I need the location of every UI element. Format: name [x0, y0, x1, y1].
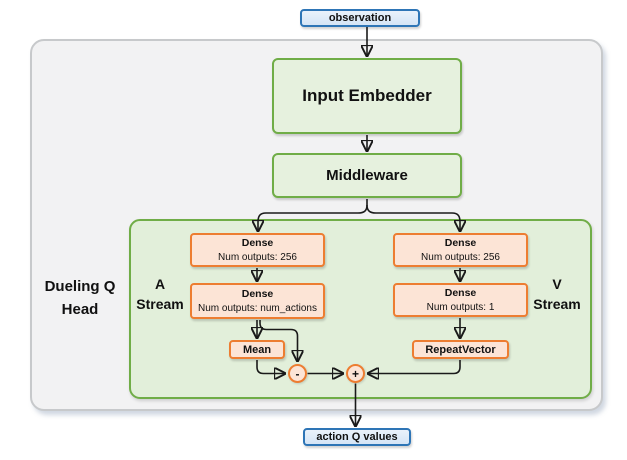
v-stream-dense-256-node: Dense Num outputs: 256 [393, 233, 528, 267]
a-dense1-title: Dense [241, 237, 274, 250]
repeat-vector-label: RepeatVector [425, 343, 496, 356]
subtract-operator-node: - [288, 364, 307, 383]
a-stream-dense-num-actions-node: Dense Num outputs: num_actions [190, 283, 325, 319]
v-dense1-subtitle: Num outputs: 256 [421, 251, 500, 263]
mean-label: Mean [242, 343, 272, 356]
v-dense1-title: Dense [444, 237, 477, 250]
observation-node: observation [300, 9, 420, 27]
action-q-values-node: action Q values [303, 428, 411, 446]
input-embedder-label: Input Embedder [302, 86, 432, 105]
minus-icon: - [295, 366, 300, 381]
a-dense2-title: Dense [241, 288, 274, 301]
observation-label: observation [328, 12, 392, 24]
dueling-q-head-label: Dueling Q Head [44, 278, 116, 318]
v-dense2-title: Dense [444, 287, 477, 300]
v-dense2-subtitle: Num outputs: 1 [426, 301, 495, 313]
a-dense1-subtitle: Num outputs: 256 [218, 251, 297, 263]
action-q-values-label: action Q values [316, 431, 398, 443]
a-stream-dense-256-node: Dense Num outputs: 256 [190, 233, 325, 267]
repeat-vector-node: RepeatVector [412, 340, 509, 359]
v-stream-label: V Stream [533, 276, 581, 313]
input-embedder-node: Input Embedder [272, 58, 462, 134]
a-stream-label: A Stream [136, 276, 184, 313]
plus-icon: + [351, 366, 359, 381]
middleware-node: Middleware [272, 153, 462, 198]
middleware-label: Middleware [326, 167, 408, 184]
add-operator-node: + [346, 364, 365, 383]
a-dense2-subtitle: Num outputs: num_actions [198, 302, 317, 314]
v-stream-dense-1-node: Dense Num outputs: 1 [393, 283, 528, 317]
mean-node: Mean [229, 340, 285, 359]
